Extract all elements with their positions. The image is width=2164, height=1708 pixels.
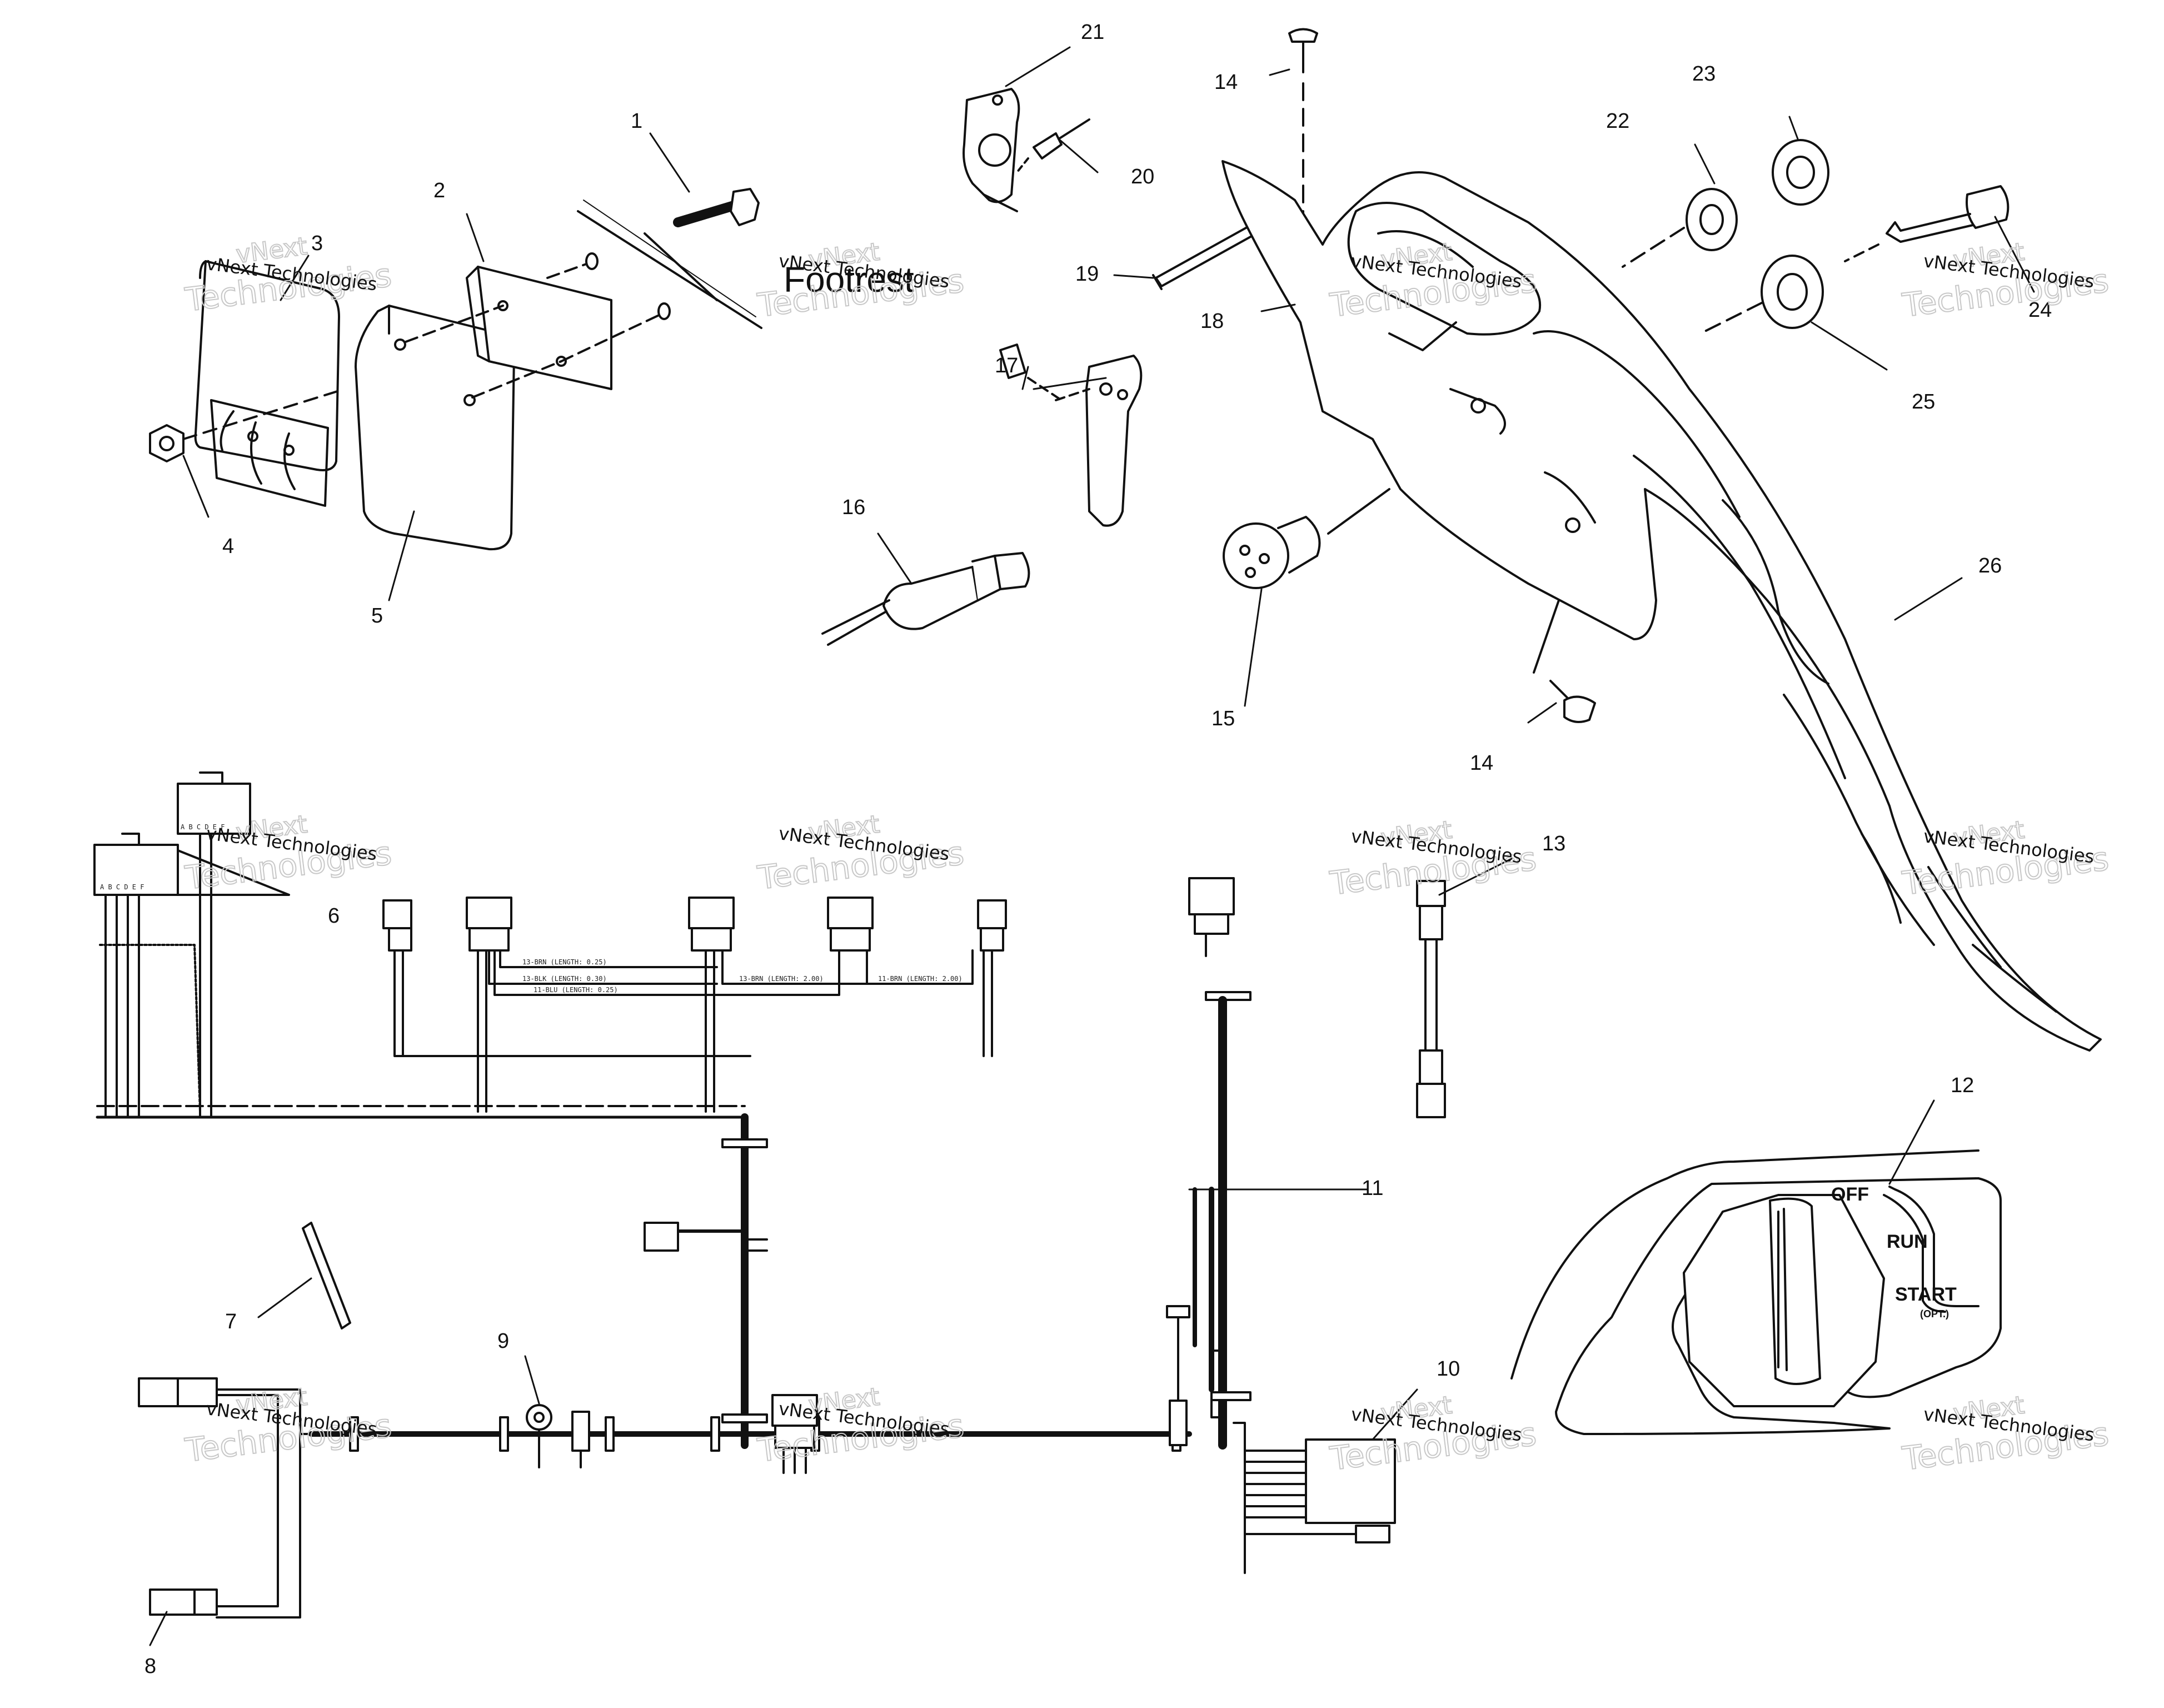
bolt-part: [577, 188, 762, 329]
callout-24: 24: [2028, 298, 2052, 322]
wiring-harness: [93, 771, 1446, 1619]
callout-13: 13: [1542, 832, 1565, 855]
wire-label-5: 11-BLU (LENGTH: 0.25): [533, 986, 618, 994]
callout-3: 3: [311, 232, 323, 255]
footrest-label: Footrest: [784, 260, 914, 300]
callout-26: 26: [1978, 554, 2002, 577]
callout-19: 19: [1075, 262, 1099, 286]
callout-6: 6: [328, 904, 340, 928]
callout-12: 12: [1951, 1074, 1974, 1097]
callout-25: 25: [1912, 390, 1935, 414]
callout-18: 18: [1200, 310, 1224, 333]
callout-7: 7: [225, 1310, 237, 1333]
callout-1: 1: [631, 109, 642, 133]
callout-16: 16: [842, 496, 865, 519]
callout-20: 20: [1131, 165, 1154, 188]
wire-label-4: 11-BRN (LENGTH: 2.00): [878, 975, 963, 983]
callout-21: 21: [1081, 21, 1104, 44]
leader-lines: [149, 46, 2035, 1646]
callout-5: 5: [371, 604, 383, 628]
callout-11: 11: [1362, 1177, 1383, 1200]
wire-label-3: 13-BRN (LENGTH: 2.00): [739, 975, 824, 983]
key-part: [1844, 185, 2010, 262]
spacer-block-part: [405, 252, 671, 399]
callout-2: 2: [433, 179, 445, 202]
wire-label-2: 13-BLK (LENGTH: 0.30): [522, 975, 607, 983]
connector-pins-upper: A B C D E F: [181, 823, 225, 831]
switch-start-note: (OPT.): [1920, 1308, 1949, 1319]
callout-22: 22: [1606, 109, 1629, 133]
callout-23: 23: [1692, 62, 1716, 86]
callout-8: 8: [144, 1655, 156, 1678]
grommet-23-part: [1772, 139, 1829, 206]
ignition-switch-part: [1223, 488, 1390, 589]
console-part: [1221, 160, 2102, 1052]
cable-tie-part: [1152, 221, 1263, 290]
callout-17: 17: [995, 354, 1018, 377]
switch-run-label: RUN: [1887, 1231, 1928, 1252]
bracket-part: [963, 88, 1020, 212]
switch-start-label: START: [1895, 1284, 1957, 1305]
wire-label-1: 13-BRN (LENGTH: 0.25): [522, 958, 607, 966]
nut-part: [149, 388, 346, 462]
connector-pins-lower: A B C D E F: [100, 883, 144, 891]
callout-14-top: 14: [1214, 71, 1238, 94]
callout-10: 10: [1437, 1357, 1460, 1381]
small-screw-part: [1016, 118, 1090, 173]
clip-part: [999, 343, 1143, 527]
callout-15: 15: [1211, 707, 1235, 730]
callout-9: 9: [497, 1329, 509, 1353]
callout-14-bottom: 14: [1470, 751, 1493, 775]
push-switch-part: [821, 552, 1030, 646]
nut-25-part: [1699, 255, 1824, 335]
key-switch-detail: [1510, 1149, 2002, 1435]
callout-4: 4: [222, 535, 234, 558]
washer-22-part: [1622, 188, 1738, 268]
screw-top-part: [1288, 28, 1318, 262]
switch-off-label: OFF: [1831, 1184, 1869, 1205]
regulator-part: [194, 260, 340, 507]
